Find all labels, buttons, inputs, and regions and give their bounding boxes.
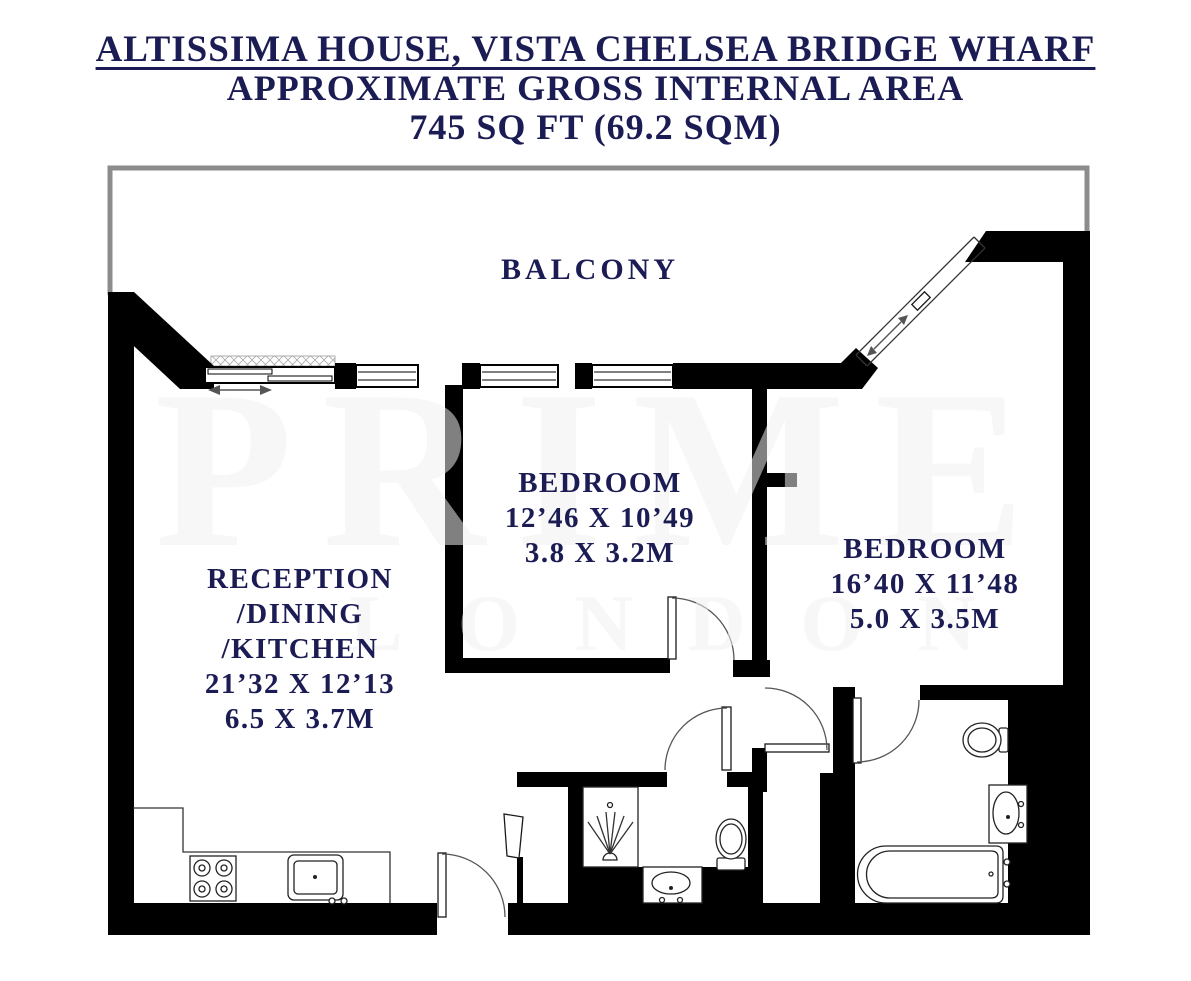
wall-under-shower bbox=[583, 867, 643, 903]
diagonal-slide-arrow bbox=[873, 321, 902, 350]
wall-bathroom-left bbox=[568, 773, 583, 903]
wall-bedroom1-bottom bbox=[445, 658, 670, 673]
bathroom-door-leaf bbox=[721, 706, 732, 771]
ensuite-fixtures bbox=[856, 722, 1028, 904]
room-label-bedroom1: BEDROOM 12’46 X 10’49 3.8 X 3.2M bbox=[455, 466, 745, 571]
wall-bottom-left bbox=[108, 903, 437, 935]
bedroom2-dims-imperial: 16’40 X 11’48 bbox=[830, 568, 1020, 600]
slide-arrow-right-icon bbox=[260, 385, 272, 395]
wall-balcony-left-angled bbox=[108, 292, 214, 389]
shower-icon bbox=[582, 786, 639, 868]
sliding-door-panel-right bbox=[267, 375, 333, 382]
room-label-reception: RECEPTION /DINING /KITCHEN 21’32 X 12’13… bbox=[150, 562, 450, 737]
wall-bathroom-top bbox=[517, 772, 667, 787]
bedroom2-label-text: BEDROOM bbox=[843, 533, 1007, 565]
sliding-door-reception bbox=[204, 366, 336, 395]
bedroom2-door-leaf bbox=[764, 743, 830, 753]
plan-area-text: 745 SQ FT (69.2 SQM) bbox=[409, 107, 782, 147]
walls bbox=[108, 231, 1090, 935]
wall-vestibule-right bbox=[820, 773, 855, 905]
front-door-arc bbox=[441, 853, 506, 918]
bedroom1-dims-metric: 3.8 X 3.2M bbox=[524, 537, 676, 569]
watermark-london-overlay: LONDON bbox=[349, 580, 1030, 668]
ensuite-basin-icon bbox=[988, 784, 1028, 844]
diagonal-arrow-down-icon bbox=[867, 346, 877, 356]
wall-bedroom2-left bbox=[752, 389, 767, 677]
wall-top-right bbox=[965, 231, 1090, 262]
slide-arrow-left-icon bbox=[208, 385, 220, 395]
reception-dims-metric: 6.5 X 3.7M bbox=[224, 703, 376, 735]
wall-right bbox=[1063, 258, 1090, 700]
toilet-icon bbox=[715, 818, 747, 871]
wall-window-pier-1 bbox=[335, 363, 356, 389]
sliding-door-panel-left bbox=[207, 368, 273, 375]
plan-title: ALTISSIMA HOUSE, VISTA CHELSEA BRIDGE WH… bbox=[95, 29, 1096, 70]
bedroom1-label-text: BEDROOM bbox=[518, 467, 682, 499]
front-door-leaf bbox=[437, 852, 447, 918]
wall-reception-bedroom1 bbox=[445, 385, 463, 673]
bedroom2-door-arc bbox=[764, 687, 828, 751]
sliding-door-bedroom2 bbox=[855, 236, 986, 367]
hob-icon bbox=[189, 855, 237, 902]
bathroom-door-arc bbox=[664, 707, 728, 771]
watermark-over: PRIME LONDON bbox=[155, 344, 1055, 668]
bathtub-icon bbox=[856, 845, 1011, 904]
reception-label-line1: RECEPTION bbox=[207, 563, 393, 595]
wall-bathroom-right bbox=[748, 783, 763, 903]
kitchen-worktop bbox=[133, 807, 391, 903]
wall-window-pier-2 bbox=[462, 363, 480, 389]
plan-subtitle: APPROXIMATE GROSS INTERNAL AREA bbox=[226, 68, 965, 108]
wall-window-pier-3 bbox=[575, 363, 592, 389]
wall-under-toilet bbox=[702, 867, 748, 903]
balcony-outline bbox=[107, 165, 1090, 295]
balcony-label-text: BALCONY bbox=[500, 253, 679, 286]
sliding-door-catch bbox=[910, 290, 932, 312]
bedroom1-dims-imperial: 12’46 X 10’49 bbox=[504, 502, 696, 534]
title-block: ALTISSIMA HOUSE, VISTA CHELSEA BRIDGE WH… bbox=[0, 30, 1191, 147]
watermark-prime-overlay: PRIME bbox=[155, 344, 1055, 594]
wall-bedroom2-jog bbox=[752, 473, 797, 487]
bedroom1-door-leaf bbox=[667, 596, 677, 660]
room-label-balcony: BALCONY bbox=[450, 252, 730, 287]
kitchen-fixtures bbox=[133, 807, 391, 905]
ensuite-door-arc bbox=[856, 699, 920, 763]
diagonal-arrow-up-icon bbox=[898, 315, 908, 325]
wall-cupboard-left bbox=[517, 857, 523, 903]
room-label-bedroom2: BEDROOM 16’40 X 11’48 5.0 X 3.5M bbox=[790, 532, 1060, 637]
wall-vestibule-left bbox=[752, 748, 767, 792]
wall-left bbox=[108, 292, 134, 935]
window-bedroom1-b bbox=[591, 364, 674, 388]
bathroom-fixtures bbox=[582, 786, 747, 904]
ensuite-toilet-icon bbox=[962, 722, 1009, 758]
ensuite-door-leaf bbox=[852, 697, 862, 764]
reception-label-line3: /KITCHEN bbox=[221, 633, 379, 665]
bedroom2-dims-metric: 5.0 X 3.5M bbox=[849, 603, 1001, 635]
window-bedroom1-a bbox=[479, 364, 559, 388]
wall-top-run bbox=[673, 363, 845, 389]
wall-bottom-right bbox=[508, 903, 1090, 935]
cupboard-door-leaf bbox=[503, 813, 524, 859]
doors bbox=[437, 596, 920, 918]
windows bbox=[355, 364, 674, 388]
reception-label-line2: /DINING bbox=[236, 598, 364, 630]
basin-icon bbox=[642, 866, 703, 904]
sink-icon bbox=[287, 854, 348, 905]
window-reception bbox=[355, 364, 419, 388]
reception-dims-imperial: 21’32 X 12’13 bbox=[204, 668, 396, 700]
wall-diagonal-foot bbox=[838, 348, 878, 389]
bedroom1-door-arc bbox=[671, 597, 735, 661]
